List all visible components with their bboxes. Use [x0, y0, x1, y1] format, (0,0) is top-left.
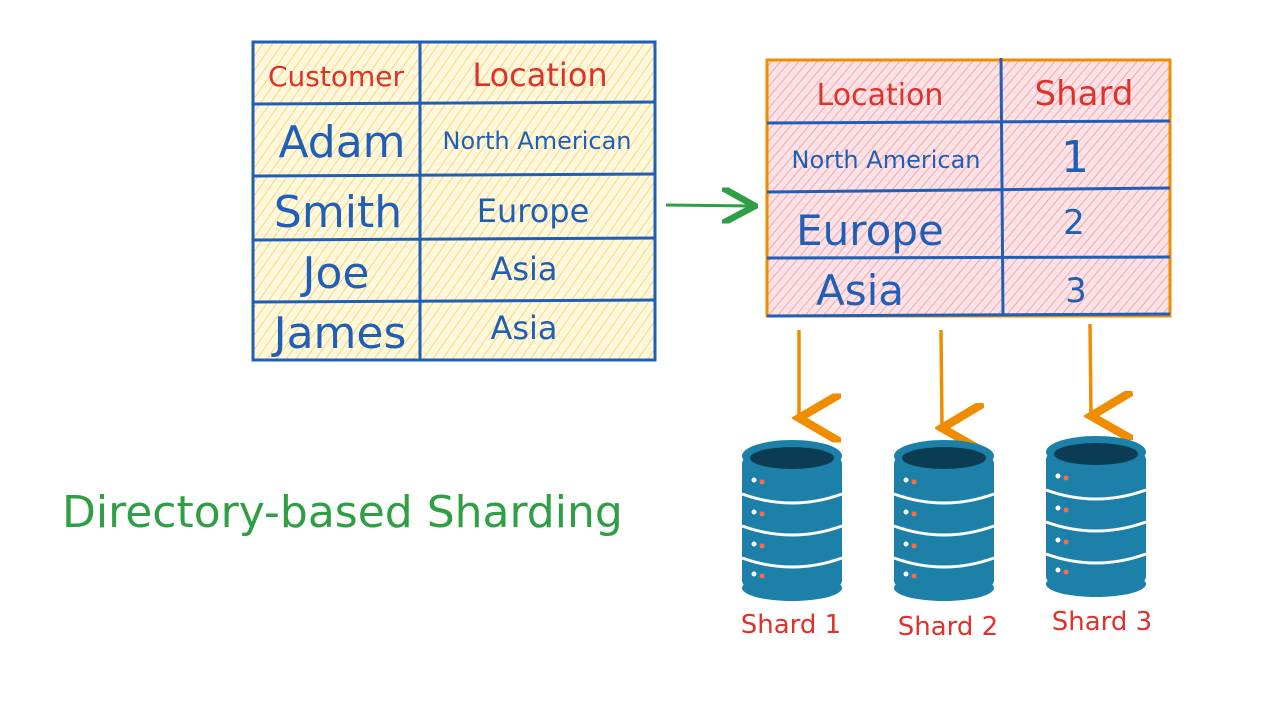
- shard-label: Shard 2: [898, 612, 998, 642]
- database-icon: [1045, 436, 1147, 597]
- shard-2-arrow: [941, 329, 942, 428]
- customer-table-header-location: Location: [472, 56, 607, 94]
- customer-table-cell: Europe: [477, 192, 590, 230]
- customer-table-cell: Smith: [274, 187, 402, 238]
- lookup-table-cell: 3: [1065, 271, 1087, 311]
- shard-label: Shard 1: [741, 610, 841, 640]
- customer-table-header-customer: Customer: [268, 60, 404, 93]
- shard-label: Shard 3: [1052, 607, 1152, 637]
- lookup-table-cell: Asia: [816, 266, 904, 315]
- lookup-table-header-location: Location: [817, 78, 944, 113]
- lookup-table-cell: North American: [792, 146, 981, 174]
- customer-table-cell: Joe: [300, 248, 370, 299]
- customer-table-cell: Asia: [490, 250, 557, 288]
- customer-table-cell: Asia: [490, 309, 557, 347]
- shard-3-arrow: [1090, 323, 1091, 416]
- customer-table: Customer Location Adam North American Sm…: [251, 40, 657, 362]
- database-icon: [893, 440, 995, 601]
- lookup-arrow: [665, 205, 752, 206]
- lookup-table-header-shard: Shard: [1035, 74, 1134, 114]
- lookup-table-cell: Europe: [796, 206, 944, 255]
- database-icon: [741, 440, 843, 601]
- customer-table-cell: North American: [443, 127, 632, 155]
- lookup-table: Location Shard North American 1 Europe 2…: [765, 57, 1172, 318]
- customer-table-cell: Adam: [278, 117, 405, 168]
- customer-table-cell: James: [271, 308, 407, 359]
- diagram-title: Directory-based Sharding: [62, 487, 623, 538]
- lookup-table-cell: 2: [1063, 203, 1085, 243]
- lookup-table-cell: 1: [1061, 132, 1089, 183]
